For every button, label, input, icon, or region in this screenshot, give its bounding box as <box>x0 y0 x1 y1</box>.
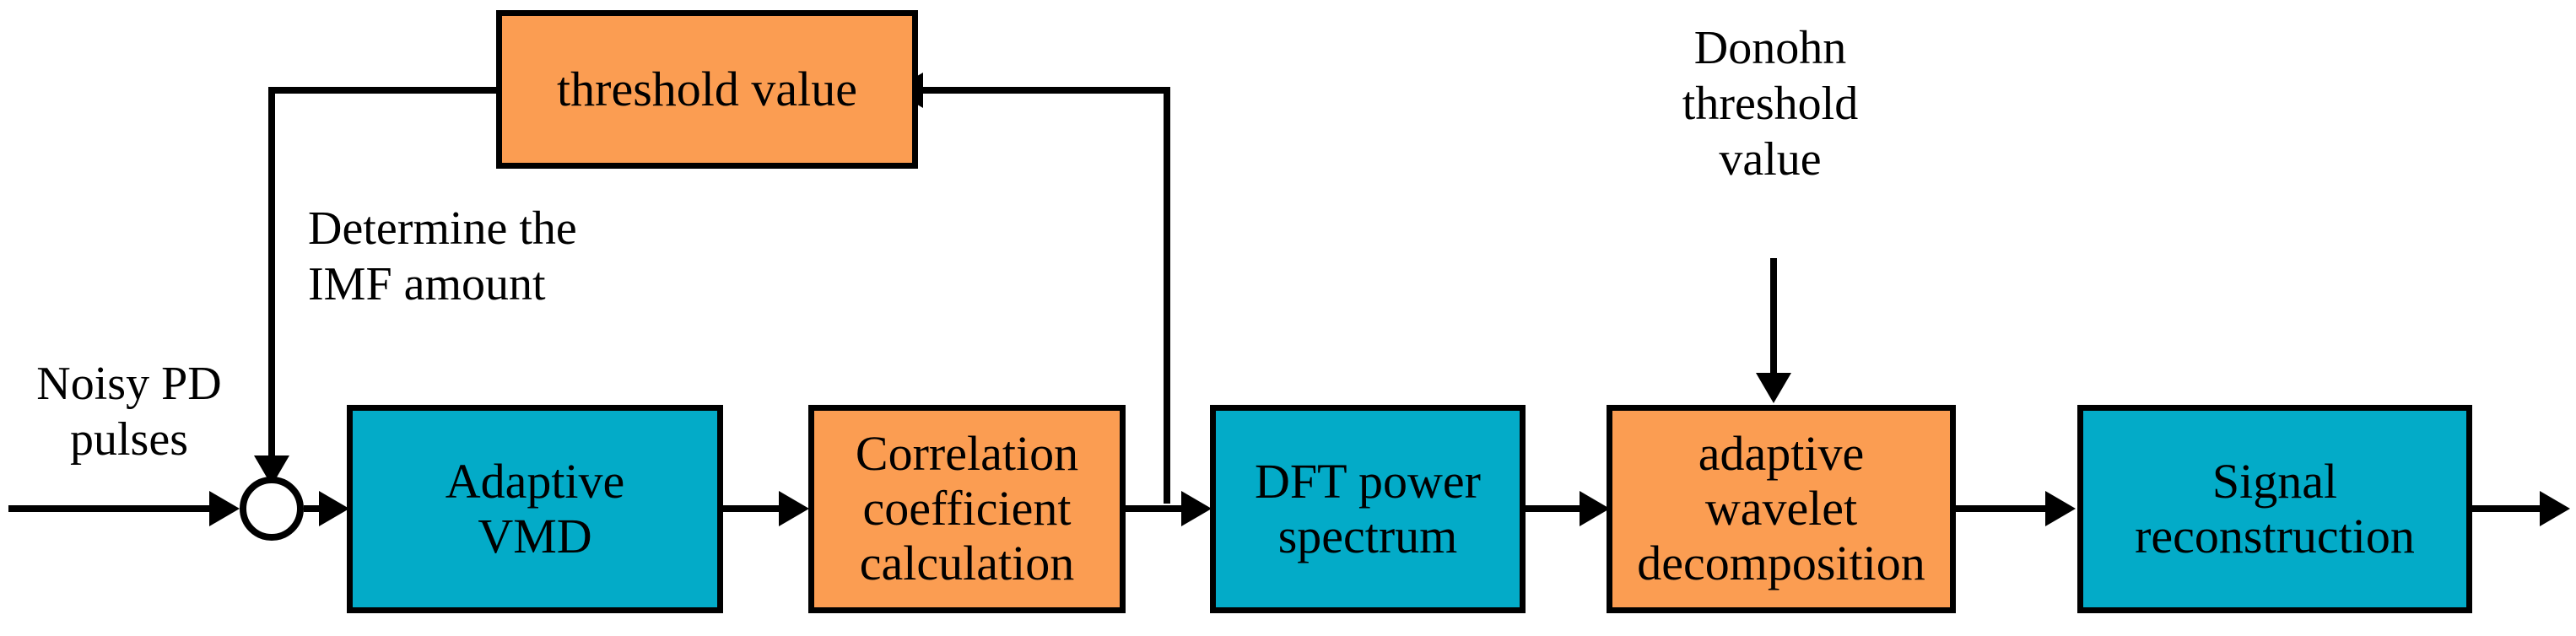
block-adaptive-vmd[interactable]: Adaptive VMD <box>347 405 723 613</box>
output-arrowhead-icon <box>2540 491 2570 526</box>
block-adaptive-wavelet-decomposition[interactable]: adaptive wavelet decomposition <box>1607 405 1956 613</box>
arrowhead-vmd-to-correlation-icon <box>779 491 809 526</box>
line-junction-to-vmd <box>304 505 322 512</box>
line-correlation-to-dft <box>1126 505 1186 512</box>
label-determine-imf-amount: Determine the IMF amount <box>308 202 577 311</box>
arrowhead-wavelet-to-reconstruction-icon <box>2045 491 2076 526</box>
block-signal-reconstruction[interactable]: Signal reconstruction <box>2077 405 2472 613</box>
line-vmd-to-correlation <box>723 505 782 512</box>
input-arrowhead-icon <box>209 491 240 526</box>
block-dft-power-spectrum[interactable]: DFT power spectrum <box>1210 405 1526 613</box>
label-noisy-pd-pulses: Noisy PD pulses <box>36 358 222 466</box>
feedback-line-horizontal-top-right <box>920 87 1167 94</box>
line-output <box>2472 505 2545 512</box>
line-donohn-to-wavelet <box>1770 258 1777 376</box>
arrowhead-correlation-to-dft-icon <box>1181 491 1212 526</box>
block-threshold-value[interactable]: threshold value <box>496 10 918 169</box>
arrowhead-junction-to-vmd-icon <box>319 491 349 526</box>
summing-junction[interactable] <box>240 477 304 541</box>
line-dft-to-wavelet <box>1526 505 1583 512</box>
label-donohn-threshold-value: Donohn threshold value <box>1682 22 1859 186</box>
feedback-line-vertical-left <box>268 87 275 477</box>
block-correlation-coefficient[interactable]: Correlation coefficient calculation <box>808 405 1126 613</box>
feedback-line-horizontal-top-left <box>268 87 498 94</box>
line-wavelet-to-reconstruction <box>1956 505 2049 512</box>
input-line-noisy-pd <box>8 505 211 512</box>
feedback-line-vertical-right <box>1164 87 1170 504</box>
arrowhead-dft-to-wavelet-icon <box>1580 491 1610 526</box>
arrowhead-donohn-down-icon <box>1756 373 1791 403</box>
